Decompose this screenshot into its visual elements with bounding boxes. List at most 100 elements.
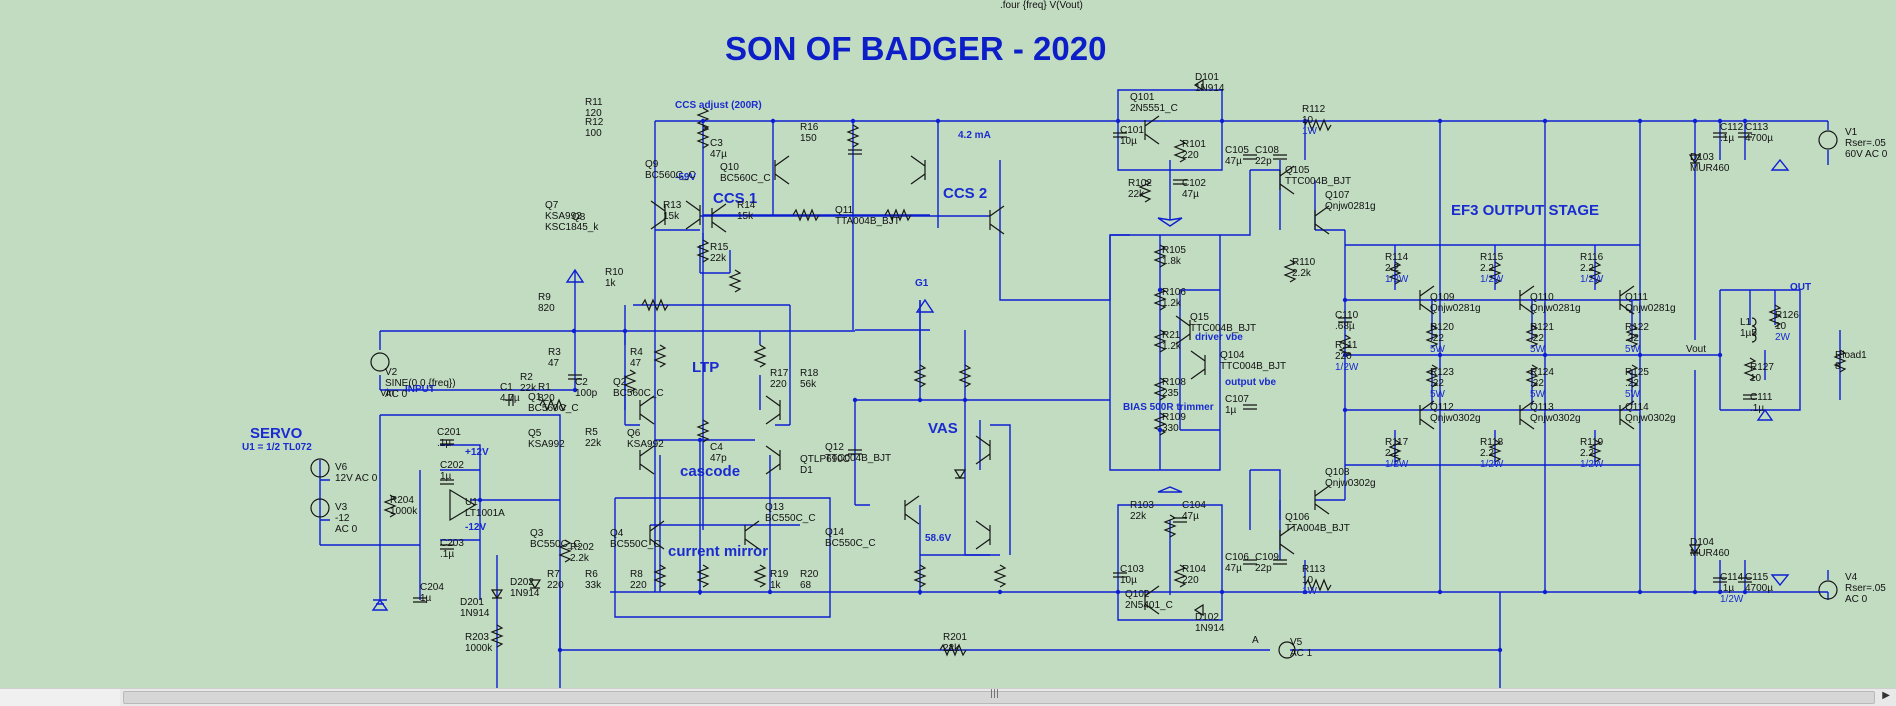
section-ltp: LTP [692, 359, 719, 376]
component-label-ref: Q110 [1530, 292, 1554, 303]
note-current: 4.2 mA [958, 130, 991, 141]
component-label-ref: D103 [1690, 152, 1714, 163]
component-label-value: 12V AC 0 [335, 473, 378, 484]
scroll-right-arrow-icon[interactable]: ▶ [1882, 690, 1890, 701]
component-label-value: Qnjw0281g [1430, 303, 1481, 314]
component-label-value: 220 [1182, 150, 1199, 161]
component-label-value: LT1001A [465, 508, 505, 519]
schematic-canvas[interactable]: .four {freq} V(Vout) SON OF BADGER - 202… [0, 0, 1896, 688]
component-label-ref: R204 [390, 495, 414, 506]
component-label-value: 22k [520, 383, 537, 394]
component-label-ref: Q12 [825, 442, 844, 453]
component-label-ref: C103 [1120, 564, 1144, 575]
component-label-ref: R202 [570, 542, 594, 553]
component-label-ref: R203 [465, 632, 489, 643]
component-label-ref: C114 [1720, 572, 1744, 583]
scrollbar-track-left [0, 689, 120, 706]
component-label-ref: D102 [1195, 612, 1219, 623]
component-label-ref: Q10 [720, 162, 739, 173]
component-label-ref: C112 [1720, 122, 1744, 133]
component-label-ref: R118 [1480, 437, 1504, 448]
component-label-value: BC550C_C [765, 513, 816, 524]
component-label-ref: Q4 [610, 528, 624, 539]
component-label-extra: 5W [1430, 344, 1446, 355]
component-label-value: SINE(0 0 {freq}) [385, 378, 456, 389]
component-label-value: 820 [538, 393, 555, 404]
component-label-value: 150 [800, 133, 817, 144]
component-label-value: TTC004B_BJT [1285, 176, 1351, 187]
component-label-value: 2.2 [1580, 263, 1594, 274]
note-output-vbe: output vbe [1225, 377, 1277, 388]
component-label-ref: Q8 [572, 212, 586, 223]
component-label-value: .1µ [437, 438, 451, 449]
component-label-ref: R8 [630, 569, 643, 580]
component-label-value: 22p [1255, 156, 1272, 167]
component-label-ref: C1 [500, 382, 513, 393]
horizontal-scrollbar[interactable]: ||| ▶ [0, 688, 1896, 706]
section-vas: VAS [928, 420, 958, 437]
component-label-ref: Q15 [1190, 312, 1209, 323]
component-label-value: Qnjw0281g [1530, 303, 1581, 314]
component-label-value: BC560C_C [720, 173, 771, 184]
component-label-ref: V4 [1845, 572, 1858, 583]
component-label-value: 1N914 [510, 588, 540, 599]
component-label-value: 220 [1182, 575, 1199, 586]
component-label-ref: R12 [585, 117, 604, 128]
component-label-value: BC550C_C [530, 539, 581, 550]
component-label-ref: R124 [1530, 367, 1554, 378]
component-label-value: 220 [547, 580, 564, 591]
component-label-ref: R106 [1162, 287, 1186, 298]
component-label-value: 22p [1255, 563, 1272, 574]
component-label-ref: Q114 [1625, 402, 1649, 413]
component-label-ref: R2 [520, 372, 533, 383]
component-label-ref: R109 [1162, 412, 1186, 423]
component-label-value: D1 [800, 465, 813, 476]
component-label-value: 4700µ [1745, 133, 1773, 144]
component-label-ref: Q105 [1285, 165, 1310, 176]
component-label-value: .22 [1530, 333, 1544, 344]
component-label-value: 8 [1835, 361, 1841, 372]
component-label-value: 235 [1162, 388, 1179, 399]
component-label-ref: R127 [1750, 362, 1774, 373]
component-label-value: 1000k [465, 643, 493, 654]
component-label-ref: Q107 [1325, 190, 1350, 201]
scrollbar-thumb[interactable] [123, 691, 1875, 704]
component-label-ref: Q106 [1285, 512, 1310, 523]
component-label-ref: R121 [1530, 322, 1554, 333]
component-label-value: 1N914 [1195, 83, 1225, 94]
component-label-value: 2.2 [1480, 448, 1494, 459]
net-vin: Vin [380, 388, 394, 399]
component-label-value: 47µ [1225, 156, 1242, 167]
component-label-value: 22k [943, 643, 960, 654]
component-label-ref: R6 [585, 569, 598, 580]
component-label-ref: R123 [1430, 367, 1454, 378]
note-bias: BIAS 500R trimmer [1123, 402, 1214, 413]
component-label-ref: C101 [1120, 125, 1144, 136]
component-label-value: .68µ [1335, 321, 1355, 332]
component-label-ref: R11 [585, 97, 603, 108]
component-label-value: Qnjw0302g [1625, 413, 1676, 424]
component-label-ref: R5 [585, 427, 598, 438]
component-label-ref: C3 [710, 138, 723, 149]
component-label-value: MUR460 [1690, 548, 1730, 559]
component-label-ref: R126 [1775, 310, 1799, 321]
component-label-value: TTA004B_BJT [835, 216, 900, 227]
component-label-value: 10 [1302, 575, 1314, 586]
component-label-value: 15k [737, 211, 754, 222]
component-label-value: 22k [1128, 189, 1145, 200]
component-label-value: 1N914 [460, 608, 490, 619]
component-label-ref: Q13 [765, 502, 784, 513]
component-label-value: 15k [663, 211, 680, 222]
component-label-value: 68 [800, 580, 812, 591]
component-label-value: 47µ [1225, 563, 1242, 574]
component-label-extra: 1/2W [1480, 459, 1504, 470]
component-label-ref: C111 [1750, 392, 1773, 403]
component-label-value: 4700µ [1745, 583, 1773, 594]
component-label-value: 1µ [440, 471, 452, 482]
note-servo-opamp: U1 = 1/2 TL072 [242, 442, 312, 453]
component-label-ref: R15 [710, 242, 729, 253]
component-label-value: 2.2 [1580, 448, 1594, 459]
section-current-mirror: current mirror [668, 543, 768, 560]
component-label-value: .1µ [1720, 133, 1734, 144]
